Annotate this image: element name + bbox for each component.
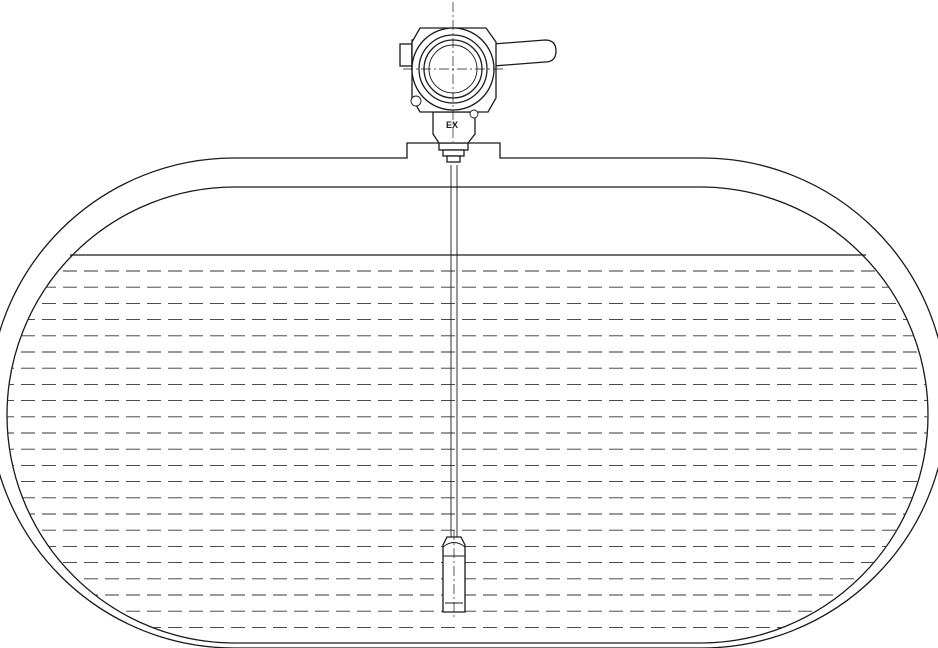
- ex-marking: EX: [446, 120, 458, 130]
- tank-inner-wall: [6, 186, 929, 644]
- submersible-probe: [442, 530, 466, 618]
- transmitter-housing: EX: [399, 2, 557, 144]
- tank-outer-wall: [0, 142, 938, 648]
- process-connection: [438, 142, 469, 163]
- probe-cable: [450, 165, 458, 538]
- liquid-fill: [7, 270, 928, 628]
